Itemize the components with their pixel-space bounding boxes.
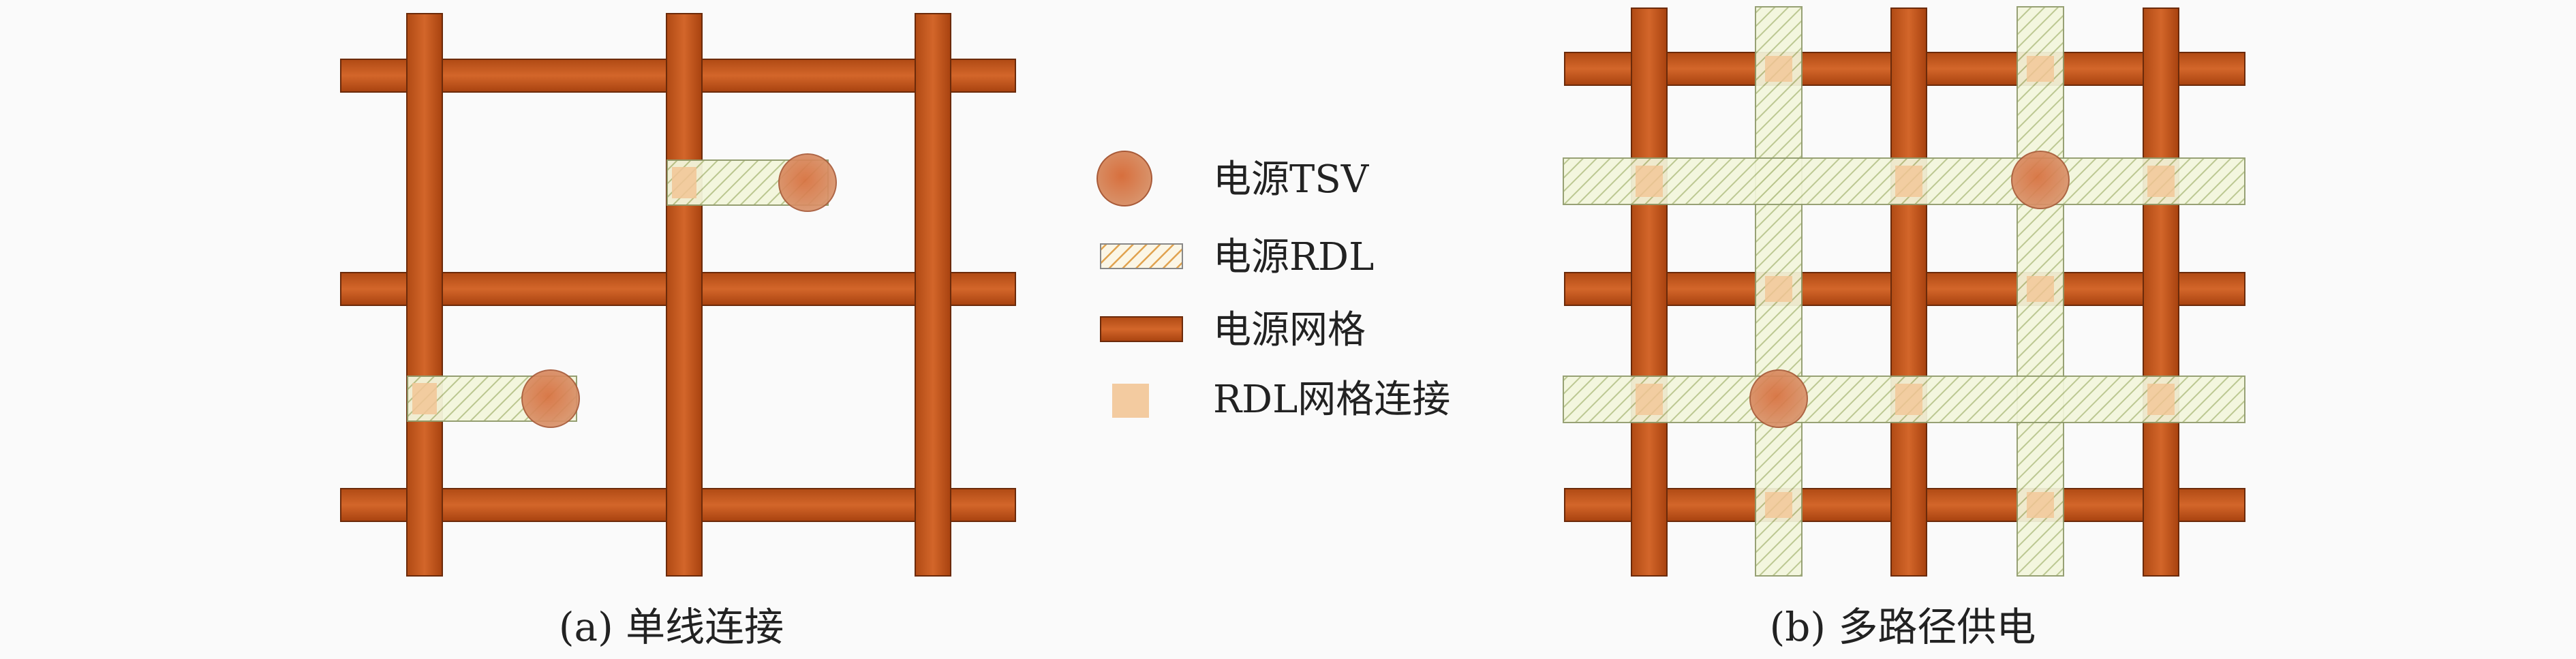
power-tsv [2011,151,2070,209]
rdl-grid-connection [2027,492,2054,518]
rdl-grid-connection [1895,166,1922,197]
tsvs-b [1749,151,2070,428]
legend-item-tsv: 电源TSV [1097,151,1370,206]
panel-a-caption: (a) 单线连接 [559,604,784,650]
grid-icon [1100,316,1183,342]
legend-item-connection: RDL网格连接 [1112,378,1450,422]
power-grid-a [340,13,1016,577]
grid-bar [915,13,951,577]
rdl-grid-connection [1765,492,1792,518]
rdl-grid-connection [2147,166,2175,197]
rdl-grid-connection [1765,276,1792,302]
rdl-icon [1100,243,1183,269]
legend-item-rdl: 电源RDL [1100,235,1374,279]
rdl-grid-connection [1636,166,1663,197]
tsv-icon [1097,151,1152,206]
power-tsv [1749,369,1808,428]
panel-a: (a) 单线连接 [340,13,1016,650]
rdl-connections-a [412,167,696,414]
grid-bar [2143,7,2179,577]
rdl-grid-connection [1895,384,1922,415]
rdl-grid-connection [672,167,696,198]
rdl-grid-connection [1636,384,1663,415]
power-grid-b [1564,7,2245,577]
grid-bar [666,13,703,577]
panel-b: (b) 多路径供电 [1563,6,2245,650]
rdl-connections-b [1636,56,2175,518]
grid-bar [406,13,443,577]
grid-bar [1631,7,1668,577]
rdl-grid-connection [2147,384,2175,415]
legend-label: 电源TSV [1213,157,1370,202]
connection-icon [1112,384,1149,418]
rdl-grid-connection [1765,56,1792,82]
panel-b-caption: (b) 多路径供电 [1770,604,2036,650]
legend-label: RDL网格连接 [1213,378,1450,422]
tsvs-a [521,153,837,428]
legend-label: 电源网格 [1213,308,1366,352]
legend-item-grid: 电源网格 [1100,308,1366,352]
legend: 电源TSV 电源RDL 电源网格 RDL网格连接 [1097,151,1450,422]
rdl-grid-connection [2027,276,2054,302]
grid-bar [1890,7,1927,577]
rdl-grid-connection [412,383,437,414]
rdl-grid-connection [2027,56,2054,82]
legend-label: 电源RDL [1213,235,1374,279]
power-tsv [778,153,837,212]
power-tsv [521,369,580,428]
